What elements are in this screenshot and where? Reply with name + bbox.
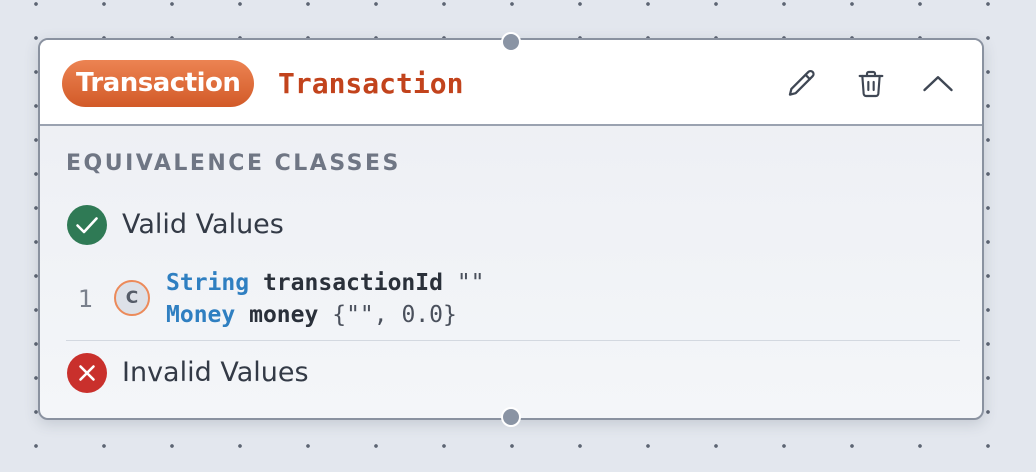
connection-handle-top[interactable] [501, 32, 521, 52]
field-type: Money [166, 302, 236, 328]
node-header: Transaction Transaction [40, 40, 982, 126]
item-index: 1 [78, 285, 94, 313]
trash-icon [858, 70, 884, 98]
invalid-values-group[interactable]: Invalid Values [66, 352, 309, 394]
section-title: EQUIVALENCE CLASSES [66, 151, 401, 176]
edit-button[interactable] [784, 66, 820, 102]
equivalence-class-item[interactable]: 1 C String transactionId "" Money money … [76, 268, 956, 332]
divider [66, 340, 960, 341]
field-name: money [249, 302, 319, 328]
x-circle-icon [66, 352, 108, 394]
valid-values-label: Valid Values [122, 209, 284, 240]
invalid-values-label: Invalid Values [122, 357, 309, 388]
field-name: transactionId [262, 270, 443, 296]
field-value: {"", 0.0} [332, 302, 457, 328]
collapse-button[interactable] [920, 66, 956, 102]
node-type-badge: Transaction [62, 60, 255, 107]
chevron-up-icon [923, 76, 953, 92]
class-badge: C [114, 280, 150, 316]
field-line: Money money {"", 0.0} [166, 300, 457, 330]
connection-handle-bottom[interactable] [501, 407, 521, 427]
field-type: String [166, 270, 250, 296]
check-circle-icon [66, 204, 108, 246]
field-line: String transactionId "" [166, 268, 485, 298]
transaction-node[interactable]: Transaction Transaction EQUIVALENCE CLAS… [38, 38, 984, 420]
delete-button[interactable] [853, 66, 889, 102]
valid-values-group[interactable]: Valid Values [66, 204, 284, 246]
field-value: "" [456, 270, 485, 296]
pencil-icon [788, 69, 815, 96]
node-name: Transaction [278, 67, 464, 100]
